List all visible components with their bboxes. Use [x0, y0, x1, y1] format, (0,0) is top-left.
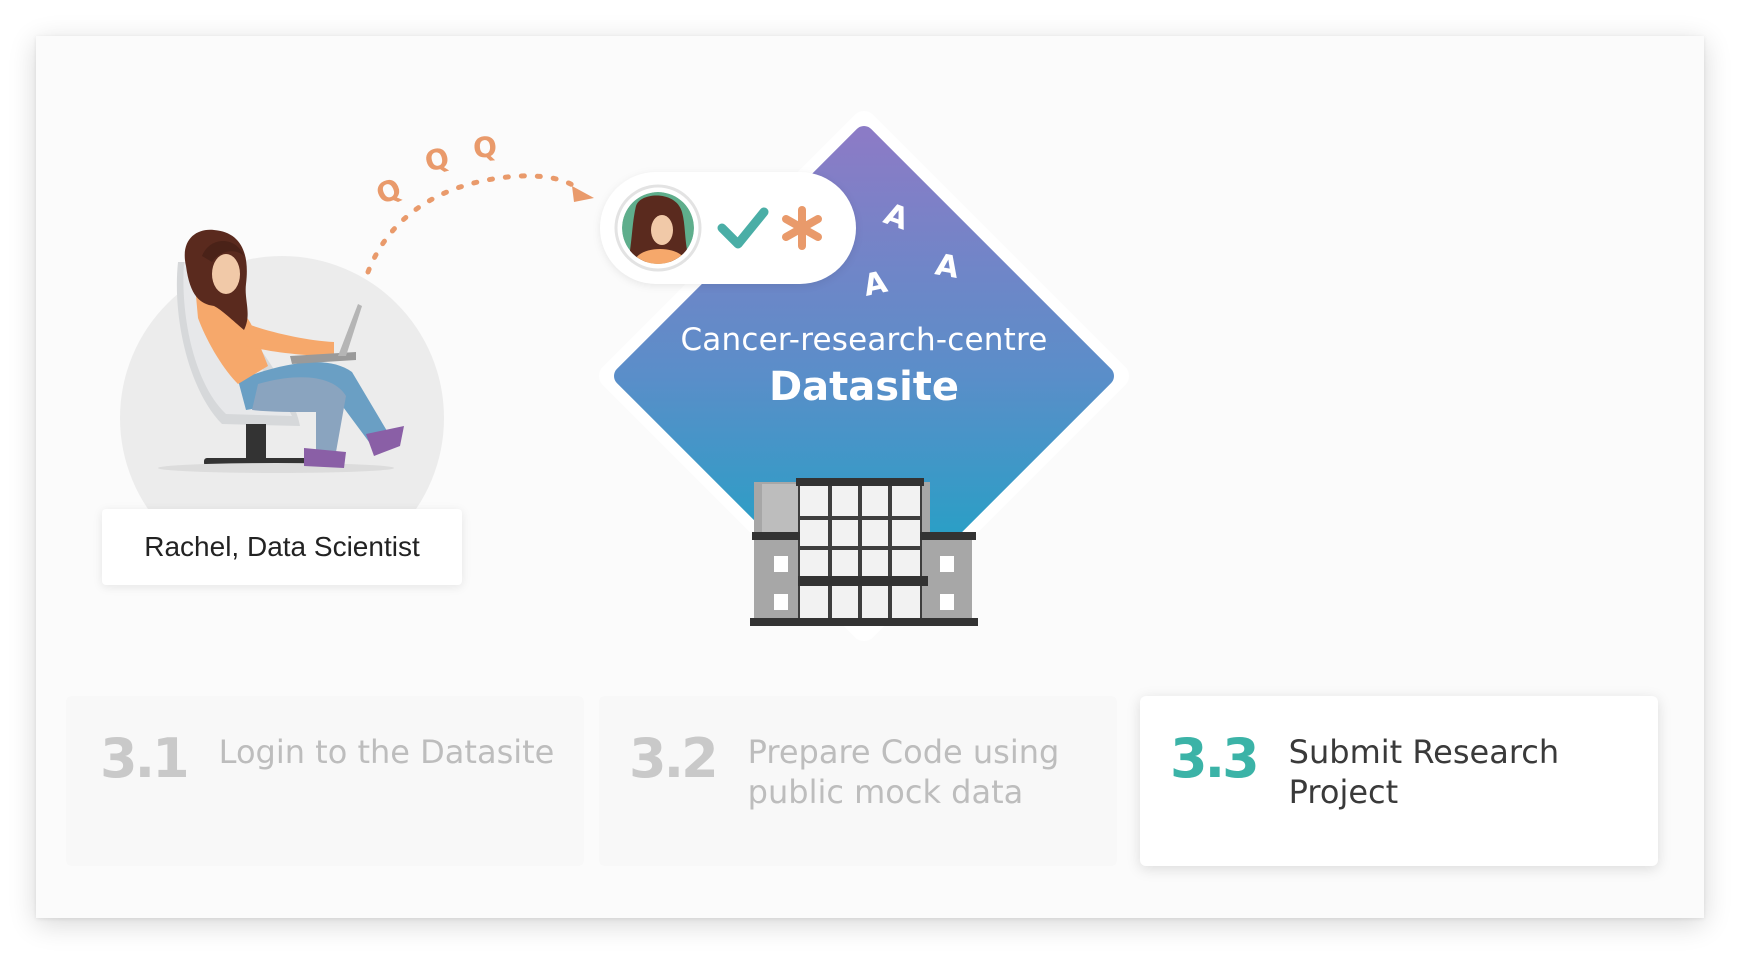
- step-text: Login to the Datasite: [218, 733, 555, 771]
- step-card-3-3[interactable]: 3.3 Submit Research Project: [1140, 696, 1658, 866]
- login-pill: [600, 172, 856, 284]
- check-icon: [717, 207, 769, 249]
- query-arc: [365, 173, 583, 275]
- step-number: 3.3: [1170, 727, 1260, 790]
- persona-label-text: Rachel, Data Scientist: [144, 531, 420, 562]
- asterisk-icon: [782, 206, 822, 250]
- persona-label: Rachel, Data Scientist: [102, 509, 462, 585]
- building-icon: [750, 478, 978, 626]
- step-number: 3.2: [629, 727, 719, 790]
- persona-figure: [158, 229, 404, 473]
- user-avatar: [622, 192, 694, 264]
- query-glyph-3: Q: [472, 130, 499, 165]
- step-card-3-2[interactable]: 3.2 Prepare Code using public mock data: [599, 696, 1117, 866]
- query-arc-arrowhead: [572, 186, 594, 202]
- step-text: Submit Research Project: [1288, 733, 1560, 811]
- step-card-3-1[interactable]: 3.1 Login to the Datasite: [66, 696, 584, 866]
- step-text: Prepare Code using public mock data: [747, 733, 1060, 811]
- query-glyph-2: Q: [421, 141, 453, 179]
- query-glyph-1: Q: [371, 171, 407, 211]
- datasite-type: Datasite: [768, 364, 960, 410]
- datasite-name: Cancer-research-centre: [680, 322, 1048, 358]
- step-number: 3.1: [100, 727, 190, 790]
